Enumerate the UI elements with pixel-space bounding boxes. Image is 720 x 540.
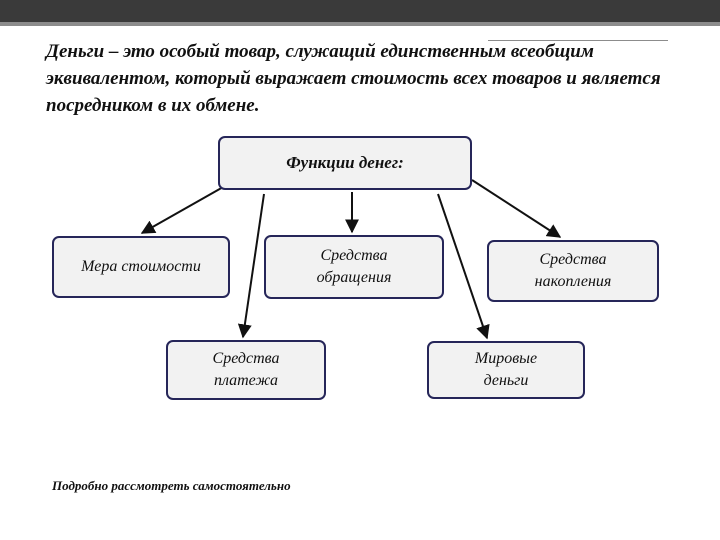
means-of-circulation-box: Средства обращения (264, 235, 444, 299)
arrow-to-world-money (437, 193, 490, 340)
measure-of-value-label: Мера стоимости (81, 258, 201, 275)
self-study-note: Подробно рассмотреть самостоятельно (52, 478, 291, 493)
root-box-label: Функции денег: (286, 153, 404, 172)
means-of-accumulation-box: Средства накопления (487, 240, 659, 302)
money-definition-text: Деньги – это особый товар, служащий един… (46, 41, 661, 116)
circulation-label-line2: обращения (316, 269, 392, 286)
accumulation-label-line2: накопления (534, 273, 612, 290)
slide-header-bar (0, 0, 720, 22)
slide-accent-strip (0, 22, 720, 26)
world-money-box: Мировые деньги (427, 341, 585, 399)
payment-label-line2: платежа (213, 372, 279, 389)
world-money-label-line2: деньги (483, 372, 529, 389)
slide-accent-line (488, 40, 668, 41)
measure-of-value-box: Мера стоимости (52, 236, 230, 298)
means-of-payment-box: Средства платежа (166, 340, 326, 400)
money-functions-root-box: Функции денег: (218, 136, 472, 190)
circulation-label-line1: Средства (320, 247, 388, 264)
arrow-to-measure-of-value (140, 181, 233, 234)
accumulation-label-line1: Средства (539, 251, 607, 268)
world-money-label-line1: Мировые (474, 350, 538, 367)
arrow-to-payment (237, 193, 265, 339)
arrow-to-accumulation (471, 179, 562, 238)
payment-label-line1: Средства (212, 350, 280, 367)
